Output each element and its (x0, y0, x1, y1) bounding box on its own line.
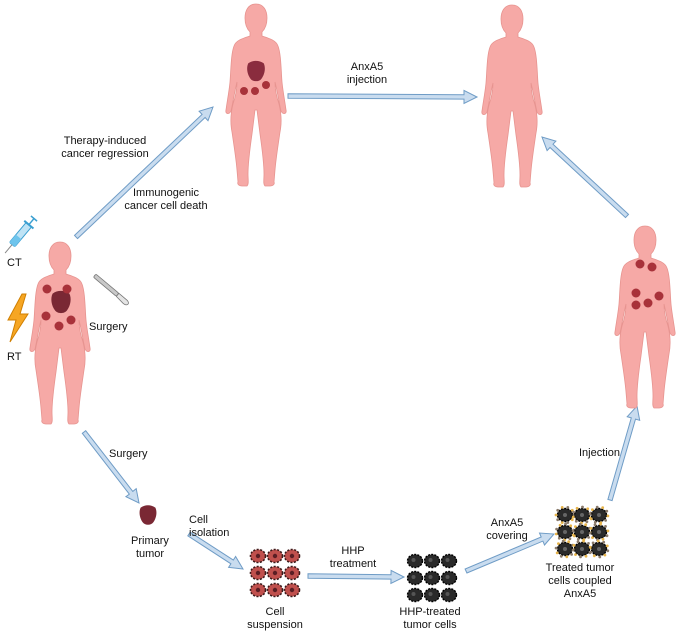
tumor-cell (571, 539, 593, 559)
tumor-cell (588, 505, 610, 525)
patient-initial-figure (29, 241, 91, 425)
label-surgery-arrow: Surgery (109, 448, 148, 460)
metastasis (251, 87, 259, 95)
metastasis (240, 87, 248, 95)
tumor-cell (554, 506, 576, 524)
arrow-cell-isolation (187, 531, 244, 570)
label-surgery-tool: Surgery (89, 321, 128, 333)
metastasis (42, 284, 52, 294)
tumor-cell (423, 587, 441, 603)
arrow-regression-to-injection (287, 89, 479, 105)
arrow-recovered-to-top (541, 136, 630, 219)
tumor-cell (266, 548, 284, 564)
label-ct: CT (7, 257, 22, 269)
metastasis (41, 311, 51, 321)
label-rt: RT (7, 351, 22, 363)
tumor-cell (406, 553, 424, 569)
metastasis (643, 298, 653, 308)
tumor-cell (249, 565, 267, 581)
tumor-cell (440, 553, 458, 569)
arrow-anxa5-covering (464, 532, 556, 574)
arrow-surgery-to-tumor (81, 430, 140, 504)
metastasis (654, 291, 664, 301)
metastasis (635, 259, 645, 269)
tumor-cell (554, 522, 576, 542)
tumor-cell (406, 587, 424, 603)
tumor-cell (249, 548, 267, 564)
tumor-cell (283, 565, 301, 581)
metastasis (647, 262, 657, 272)
metastasis (66, 315, 76, 325)
tumor-cell (554, 539, 576, 559)
patient-regression-figure (225, 3, 287, 187)
patient-healthy-figure (481, 4, 543, 188)
tumor-cell (266, 565, 284, 581)
patient-metastasis-figure (614, 225, 676, 409)
tumor-cell (423, 570, 441, 586)
metastasis (62, 284, 72, 294)
tumor-cell (406, 570, 424, 586)
tumor-cell (588, 522, 610, 542)
tumor-cell (588, 539, 610, 559)
arrow-patient-to-regression (73, 106, 214, 240)
anxa5-coupled-cells-grid (554, 505, 610, 559)
syringe-icon (4, 215, 38, 254)
scalpel-icon (93, 274, 129, 306)
tumor-cell (266, 582, 284, 598)
tumor-cell (440, 570, 458, 586)
metastasis (631, 300, 641, 310)
arrow-injection (607, 404, 641, 502)
cell-suspension-grid (249, 548, 301, 598)
primary-tumor-sample (139, 505, 157, 525)
hhp-treated-cells-grid (406, 553, 458, 603)
tumor-cell (571, 522, 593, 542)
arrow-hhp-treatment (307, 569, 406, 585)
tumor-cell (283, 582, 301, 598)
metastasis (262, 81, 270, 89)
tumor-cell (423, 553, 441, 569)
tumor-cell (283, 548, 301, 564)
lightning-icon (7, 293, 29, 343)
metastasis (54, 321, 64, 331)
tumor-cell (249, 582, 267, 598)
metastasis (631, 288, 641, 298)
tumor-cell (440, 587, 458, 603)
label-injection: Injection (579, 447, 620, 459)
